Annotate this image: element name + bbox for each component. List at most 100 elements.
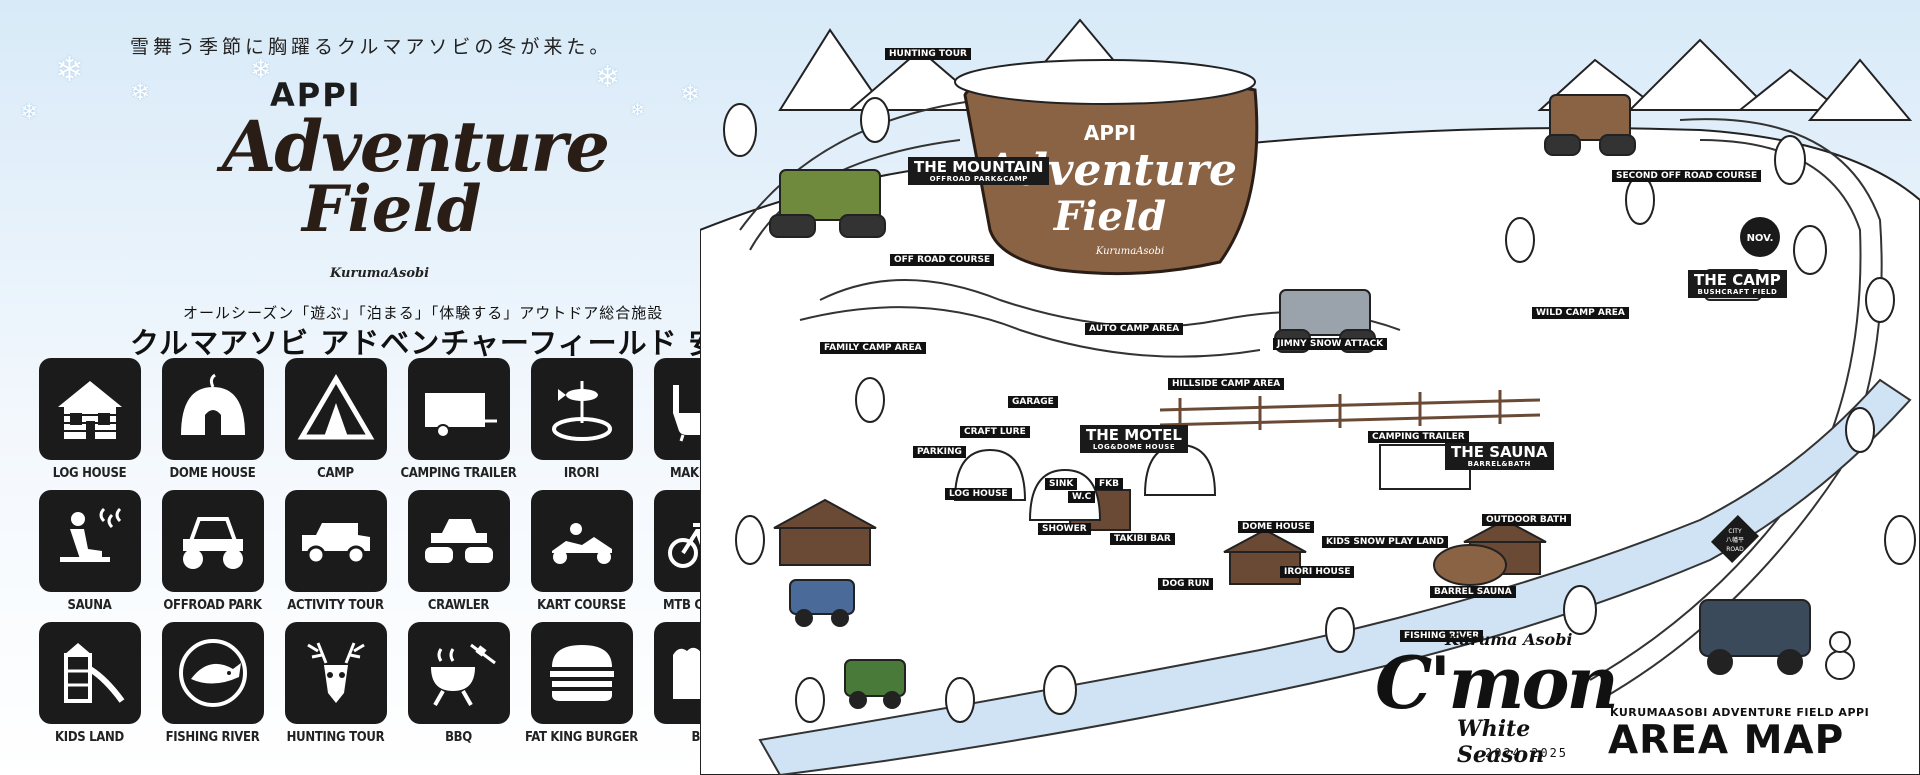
trees [723, 97, 1916, 723]
facility-label: LOG HOUSE [52, 466, 127, 481]
area-the-motel[interactable]: THE MOTEL LOG&DOME HOUSE [1080, 425, 1188, 454]
facility-label: SAUNA [67, 598, 112, 613]
irori-fish-icon [551, 381, 612, 441]
facility-label: CAMP [317, 466, 354, 481]
sign-field: Field [1053, 193, 1166, 240]
area-map: APPI Adventure Field KurumaAsobi [700, 0, 1920, 775]
facility-camping-trailer: CAMPING TRAILER [397, 358, 520, 486]
label-hunting-tour[interactable]: HUNTING TOUR [885, 48, 971, 60]
label-hillside-camp-area[interactable]: HILLSIDE CAMP AREA [1168, 378, 1285, 390]
area-the-camp[interactable]: THE CAMP BUSHCRAFT FIELD [1688, 270, 1787, 299]
buggy-icon [182, 517, 243, 569]
subtitle: オールシーズン「遊ぶ」「泊まる」「体験する」アウトドア総合施設 [183, 304, 664, 322]
facility-bbq: BBQ [397, 622, 520, 750]
label-takibi-bar[interactable]: TAKIBI BAR [1110, 533, 1175, 545]
jeep-icon [301, 523, 370, 565]
facility-label: KIDS LAND [55, 730, 124, 745]
kart-icon [551, 523, 612, 564]
label-shower[interactable]: SHOWER [1038, 523, 1091, 535]
facility-kids-land: KIDS LAND [28, 622, 151, 750]
facility-kart-course: KART COURSE [520, 490, 643, 618]
label-family-camp-area[interactable]: FAMILY CAMP AREA [820, 342, 926, 354]
label-camping-trailer[interactable]: CAMPING TRAILER [1368, 431, 1469, 443]
label-wild-camp-area[interactable]: WILD CAMP AREA [1532, 307, 1629, 319]
label-craft-lure[interactable]: CRAFT LURE [960, 426, 1030, 438]
facility-label: KART COURSE [537, 598, 626, 613]
snowflake-icon: ❄ [250, 55, 272, 85]
slide-icon [63, 643, 124, 703]
label-barrel-sauna[interactable]: BARREL SAUNA [1430, 586, 1516, 598]
fence [1159, 390, 1541, 432]
left-panel: ❄ ❄ ❄ ❄ ❄ ❄ ❄ 雪舞う季節に胸躍るクルマアソビの冬が来た。 APPI… [0, 0, 760, 775]
footer-map-title: AREA MAP [1608, 718, 1845, 763]
facility-label: OFFROAD PARK [163, 598, 262, 613]
facility-activity-tour: ACTIVITY TOUR [274, 490, 397, 618]
barrel-sauna [1433, 544, 1507, 586]
area-the-mountain[interactable]: THE MOUNTAIN OFFROAD PARK&CAMP [908, 157, 1050, 186]
facility-label: CAMPING TRAILER [400, 466, 517, 481]
label-auto-camp-area[interactable]: AUTO CAMP AREA [1085, 323, 1184, 335]
facility-label: IRORI [563, 466, 600, 481]
svg-text:ROAD: ROAD [1726, 546, 1744, 553]
vehicles [769, 94, 1811, 709]
facility-irori: IRORI [520, 358, 643, 486]
label-fkb[interactable]: FKB [1095, 478, 1123, 490]
nov-label: NOV. [1747, 233, 1774, 244]
facility-label: FISHING RIVER [165, 730, 260, 745]
campaign-years: 2024-2025 [1485, 746, 1569, 760]
label-wc[interactable]: W.C [1068, 491, 1096, 503]
tagline: 雪舞う季節に胸躍るクルマアソビの冬が来た。 [130, 36, 613, 58]
label-log-house[interactable]: LOG HOUSE [945, 488, 1012, 500]
snowflake-icon: ❄ [630, 100, 646, 121]
snowflake-icon: ❄ [680, 80, 701, 108]
label-dog-run[interactable]: DOG RUN [1158, 578, 1214, 590]
label-sink[interactable]: SINK [1045, 478, 1078, 490]
logo-brand: KurumaAsobi [330, 266, 430, 281]
facility-crawler: CRAWLER [397, 490, 520, 618]
facility-offroad-park: OFFROAD PARK [151, 490, 274, 618]
snowman [1825, 631, 1855, 680]
city-road-sign [1710, 514, 1760, 564]
label-garage[interactable]: GARAGE [1008, 396, 1058, 408]
svg-text:CITY: CITY [1728, 528, 1742, 535]
label-off-road-course[interactable]: OFF ROAD COURSE [890, 254, 995, 266]
crawler-icon [424, 519, 493, 563]
facility-fishing-river: FISHING RIVER [151, 622, 274, 750]
facility-label: BBQ [445, 730, 472, 745]
fish-icon [178, 639, 247, 707]
facility-icon-grid: LOG HOUSE DOME HOUSE CAMP CAMPING TRAI [28, 358, 758, 750]
label-jimny-snow-attack[interactable]: JIMNY SNOW ATTACK [1273, 338, 1388, 350]
logo-adventure: Adventure [222, 105, 610, 188]
facility-hunting-tour: HUNTING TOUR [274, 622, 397, 750]
map-illustration: APPI Adventure Field KurumaAsobi [700, 18, 1920, 775]
facility-label: HUNTING TOUR [286, 730, 385, 745]
label-fishing-river[interactable]: FISHING RIVER [1400, 630, 1484, 642]
label-kids-snow-play-land[interactable]: KIDS SNOW PLAY LAND [1322, 536, 1448, 548]
trailer-icon [424, 393, 497, 438]
label-outdoor-bath[interactable]: OUTDOOR BATH [1482, 514, 1571, 526]
facility-label: DOME HOUSE [169, 466, 256, 481]
label-dome-house[interactable]: DOME HOUSE [1238, 521, 1315, 533]
facility-camp: CAMP [274, 358, 397, 486]
log-house-icon [57, 381, 122, 439]
facility-log-house: LOG HOUSE [28, 358, 151, 486]
campaign-title: C'mon [1375, 640, 1619, 725]
campaign-season: White Season [1457, 716, 1545, 768]
label-irori-house[interactable]: IRORI HOUSE [1280, 566, 1355, 578]
facility-dome-house: DOME HOUSE [151, 358, 274, 486]
nov-badge [1740, 217, 1780, 257]
campaign-logo: Kuruma Asobi C'mon White Season 2024-202… [1375, 630, 1619, 770]
sign-brand: KurumaAsobi [1095, 246, 1164, 257]
dome-house-icon [180, 373, 245, 435]
logo-appi: APPI [270, 76, 362, 114]
area-the-sauna[interactable]: THE SAUNA BARREL&BATH [1445, 442, 1554, 471]
label-parking[interactable]: PARKING [913, 446, 966, 458]
burger-icon [549, 645, 614, 701]
facility-name: クルマアソビ アドベンチャーフィールド 安比 [130, 326, 749, 360]
label-second-off-road-course[interactable]: SECOND OFF ROAD COURSE [1612, 170, 1762, 182]
deer-skull-icon [306, 642, 365, 703]
river [758, 378, 1912, 775]
tent-icon [297, 374, 374, 440]
facility-label: CRAWLER [427, 598, 490, 613]
facility-label: FAT KING BURGER [525, 730, 638, 745]
